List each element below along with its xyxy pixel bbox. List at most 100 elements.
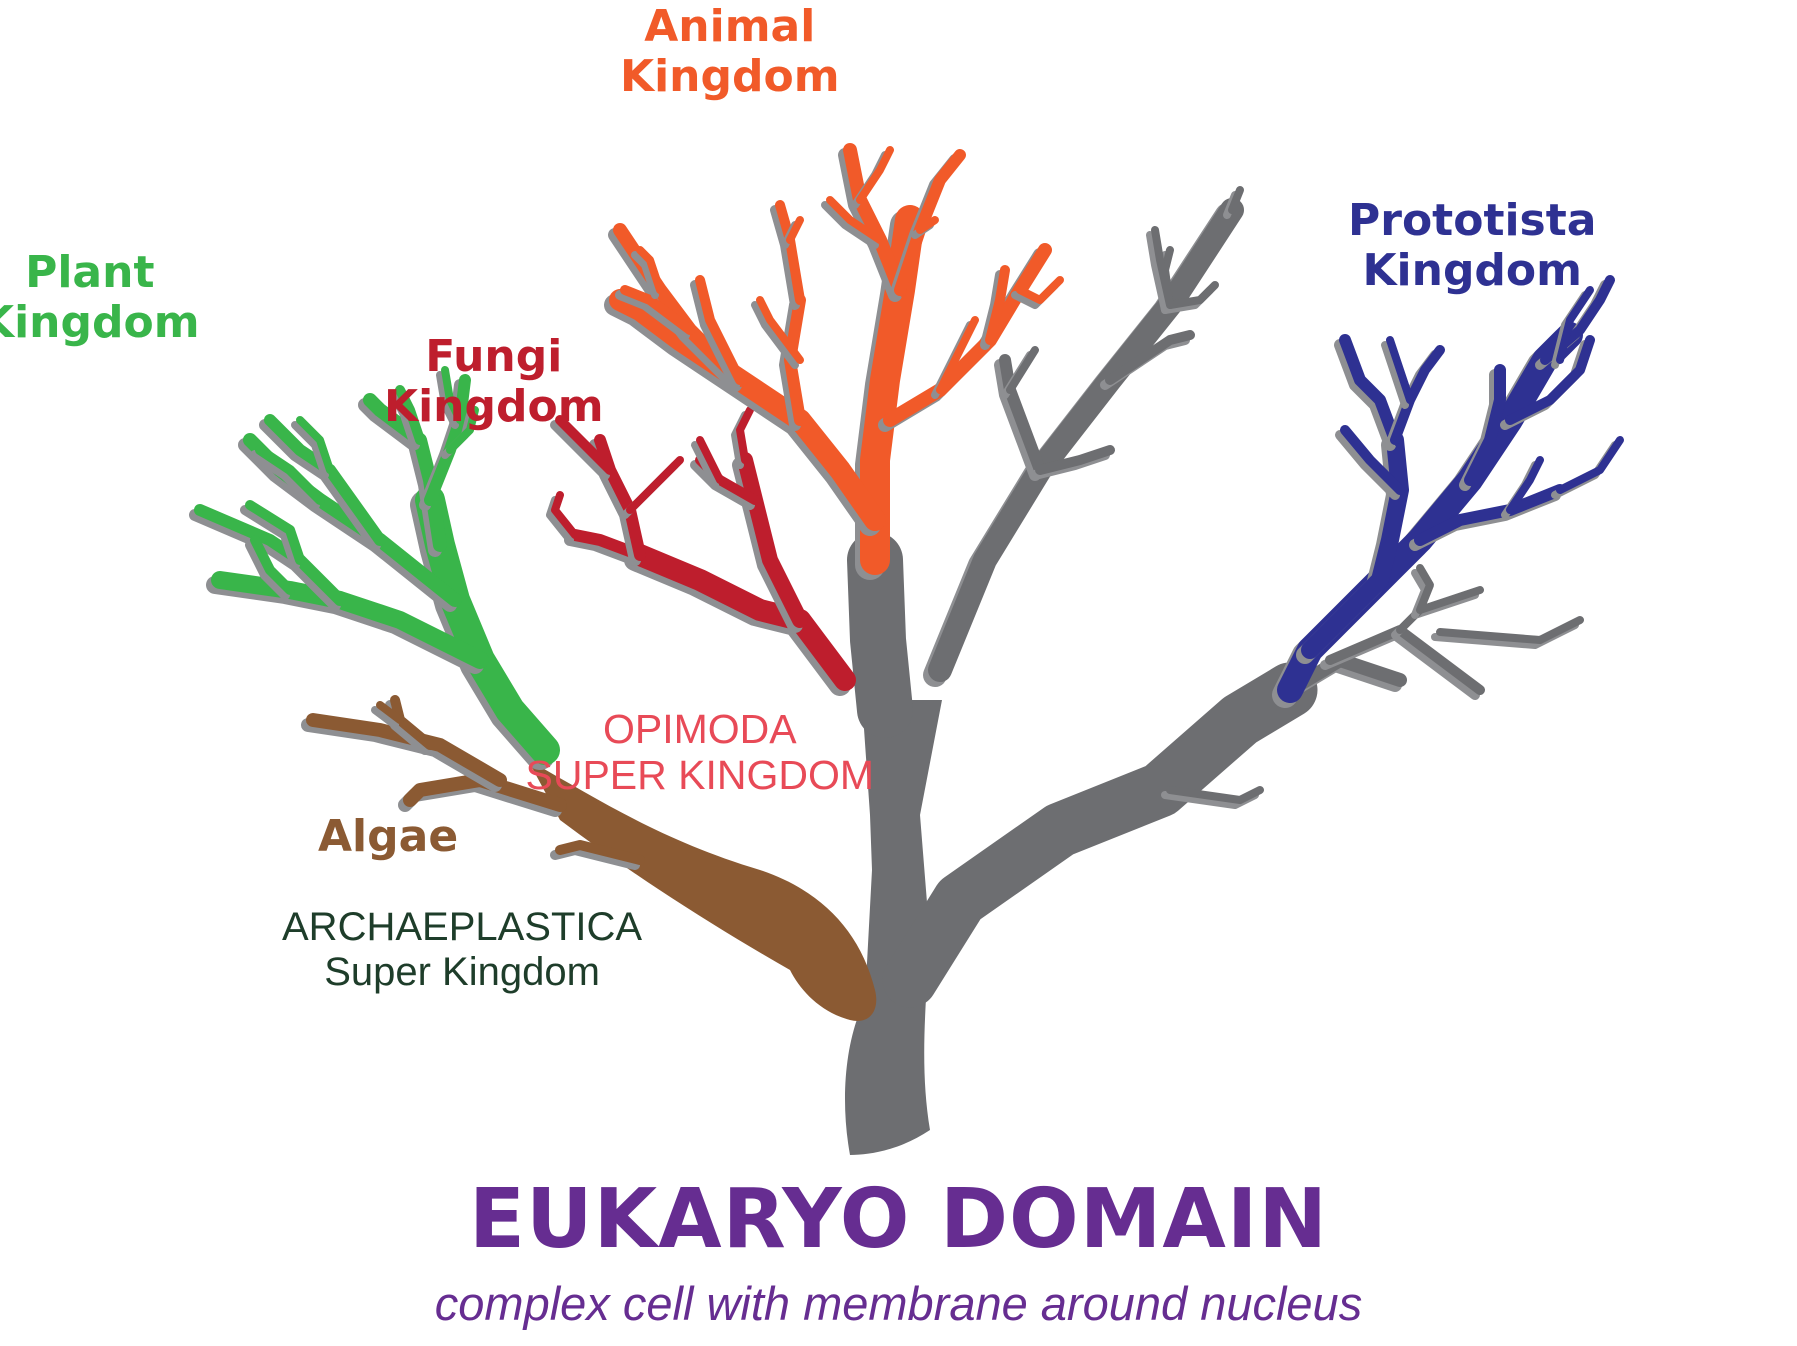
proto-b7 bbox=[1505, 335, 1595, 425]
archaeplastica-label-line1: ARCHAEPLASTICA bbox=[282, 905, 643, 949]
plant-branch bbox=[189, 366, 560, 770]
animal-left-b6 bbox=[756, 296, 804, 364]
prototista-branch bbox=[1272, 275, 1624, 708]
plant-b6 bbox=[255, 445, 325, 505]
plant-b4 bbox=[250, 535, 295, 595]
trunk-upper bbox=[847, 532, 913, 738]
plant-b2-shadow bbox=[189, 509, 341, 611]
fungi-main bbox=[629, 544, 856, 691]
grey-mid-right bbox=[1035, 445, 1115, 475]
animal-right-b4 bbox=[936, 316, 979, 394]
algae-main bbox=[528, 760, 877, 1021]
proto-b2 bbox=[1339, 334, 1401, 446]
animal-left-b3-shadow bbox=[631, 251, 659, 299]
grey-right-t4 bbox=[1228, 186, 1244, 214]
plant-b8-shadow bbox=[291, 421, 329, 479]
plant-b6-shadow bbox=[250, 450, 320, 510]
animal-label-line2: Kingdom bbox=[620, 50, 840, 102]
proto-b2-shadow bbox=[1334, 339, 1396, 451]
animal-left-b4-shadow bbox=[690, 280, 740, 390]
fungi-label-line1: Fungi bbox=[425, 331, 563, 382]
proto-b10 bbox=[1506, 456, 1544, 514]
archaeplastica-super-kingdom-label: ARCHAEPLASTICA Super Kingdom bbox=[282, 905, 642, 995]
proto-b5-shadow bbox=[1381, 341, 1409, 409]
plant-b13 bbox=[441, 366, 464, 424]
proto-b3 bbox=[1390, 345, 1445, 445]
fungi-b3-shadow bbox=[550, 420, 610, 480]
animal-top-b3 bbox=[856, 146, 894, 204]
grey-top-twig-shadow bbox=[1146, 231, 1169, 314]
grey-lower-right-6 bbox=[1436, 616, 1584, 644]
plant-b8 bbox=[296, 416, 334, 474]
trunk-base bbox=[845, 700, 942, 1155]
animal-left-b6-shadow bbox=[751, 301, 799, 369]
fungi-b4 bbox=[626, 456, 684, 514]
proto-b9 bbox=[1414, 484, 1566, 546]
algae-label-line1: Algae bbox=[318, 811, 459, 862]
animal-left-b2 bbox=[620, 285, 695, 335]
opimoda-label-line1: OPIMODA bbox=[602, 706, 797, 752]
animal-top-b2 bbox=[826, 196, 884, 244]
plant-label-line2: Kingdom bbox=[0, 296, 200, 348]
animal-right-b3 bbox=[1016, 276, 1064, 304]
proto-b6 bbox=[1464, 364, 1506, 486]
plant-b4-shadow bbox=[245, 540, 290, 600]
proto-b12 bbox=[1556, 286, 1594, 364]
plant-b10-shadow bbox=[390, 390, 420, 450]
grey-right-main bbox=[928, 198, 1244, 682]
domain-subtitle: complex cell with membrane around nucleu… bbox=[434, 1277, 1363, 1330]
plant-b13-shadow bbox=[436, 371, 459, 429]
algae-branch bbox=[301, 695, 877, 1021]
domain-title: EUKARYO DOMAIN bbox=[469, 1172, 1328, 1267]
animal-top-b4 bbox=[894, 149, 966, 296]
fungi-kingdom-label: Fungi Kingdom bbox=[384, 332, 604, 431]
plant-label-line1: Plant bbox=[25, 247, 155, 298]
prototista-label-line1: Prototista bbox=[1348, 195, 1597, 246]
plant-b7-shadow bbox=[259, 419, 381, 551]
grey-lower-right-7 bbox=[1166, 786, 1264, 804]
algae-twig-4 bbox=[376, 701, 404, 724]
grey-right-t3 bbox=[1166, 281, 1219, 309]
plant-b3-shadow bbox=[240, 505, 300, 570]
animal-kingdom-label: Animal Kingdom bbox=[620, 2, 840, 101]
fungi-b3 bbox=[555, 415, 615, 475]
animal-right-b2 bbox=[985, 265, 1010, 345]
animal-left-b8 bbox=[786, 216, 804, 244]
proto-b4-shadow bbox=[1335, 430, 1400, 500]
animal-top-b2-shadow bbox=[821, 201, 879, 249]
grey-right-t1 bbox=[1105, 330, 1195, 385]
fungi-b9 bbox=[696, 436, 724, 484]
fungi-branch bbox=[546, 406, 856, 696]
fungi-b9-shadow bbox=[691, 441, 719, 489]
plant-b3 bbox=[245, 500, 305, 565]
prototista-kingdom-label: Prototista Kingdom bbox=[1348, 196, 1596, 295]
fungi-label-line2: Kingdom bbox=[384, 380, 604, 432]
algae-twig-4-shadow bbox=[371, 706, 399, 729]
animal-label-line1: Animal bbox=[644, 1, 816, 52]
plant-b7 bbox=[264, 414, 386, 546]
animal-top-b1 bbox=[843, 143, 907, 297]
archaeplastica-label-line2: Super Kingdom bbox=[324, 950, 600, 995]
grey-mid-left bbox=[999, 354, 1046, 476]
plant-b10 bbox=[395, 385, 425, 445]
fungi-b6 bbox=[737, 452, 808, 628]
algae-twig-5 bbox=[555, 840, 645, 865]
plant-b12 bbox=[446, 406, 479, 454]
prototista-label-line2: Kingdom bbox=[1362, 244, 1583, 296]
proto-b4 bbox=[1340, 425, 1405, 495]
grey-lower-right bbox=[882, 662, 1318, 1008]
opimoda-super-kingdom-label: OPIMODA SUPER KINGDOM bbox=[526, 706, 875, 799]
proto-b11 bbox=[1556, 436, 1624, 494]
fungi-b5 bbox=[551, 491, 579, 539]
animal-left-b4 bbox=[695, 275, 745, 385]
algae-twig-1 bbox=[403, 773, 567, 812]
animal-branch bbox=[604, 143, 1064, 580]
algae-label: Algae bbox=[318, 812, 458, 862]
proto-b5 bbox=[1386, 336, 1414, 404]
fungi-b8 bbox=[736, 406, 754, 464]
proto-b1 bbox=[1301, 431, 1409, 659]
animal-left-b3 bbox=[636, 246, 664, 294]
grey-top-twig bbox=[1151, 226, 1174, 309]
